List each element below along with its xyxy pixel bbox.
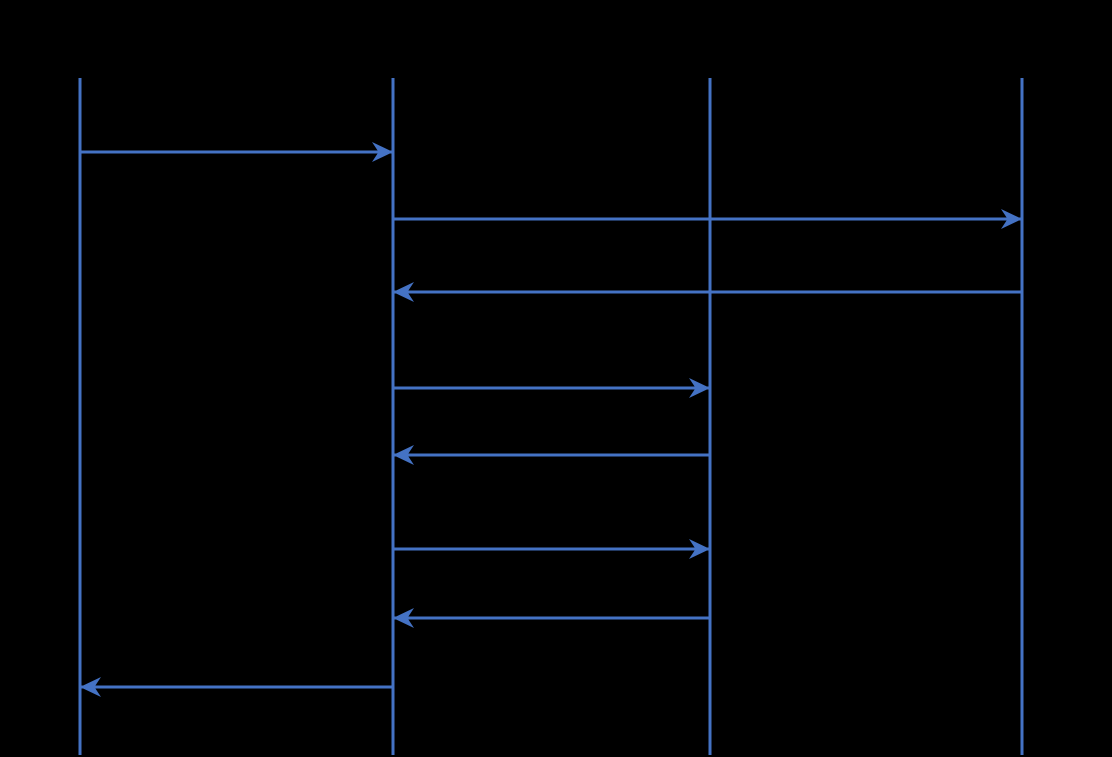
lifelines-group [78,78,1024,755]
messages-group [80,142,1022,697]
